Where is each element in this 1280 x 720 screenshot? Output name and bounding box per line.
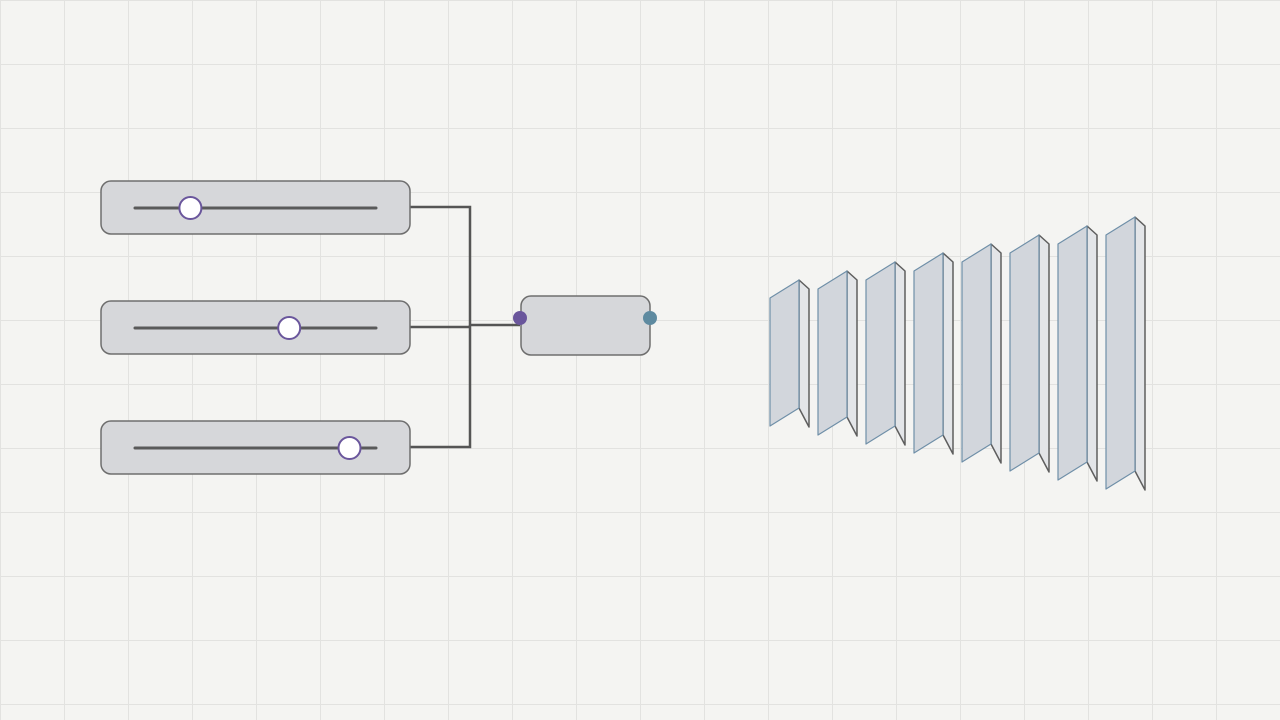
fin-side-face bbox=[1134, 216, 1146, 491]
fin-front-face bbox=[1105, 216, 1136, 490]
fin-array bbox=[769, 216, 1146, 491]
wires bbox=[410, 205, 520, 449]
fin bbox=[865, 261, 906, 446]
slider-panel-3 bbox=[100, 420, 411, 475]
fin-front-face bbox=[865, 261, 896, 445]
combiner-node[interactable] bbox=[513, 295, 657, 356]
fin bbox=[769, 279, 810, 428]
fin-side-face bbox=[990, 243, 1002, 464]
fin-front-face bbox=[961, 243, 992, 463]
wire-slider-3 bbox=[410, 325, 472, 449]
fin bbox=[961, 243, 1002, 464]
fin bbox=[1057, 225, 1098, 482]
slider-thumb[interactable] bbox=[337, 436, 362, 460]
fin bbox=[1105, 216, 1146, 491]
combiner-node-body[interactable] bbox=[520, 295, 651, 356]
fin-side-face bbox=[942, 252, 954, 455]
fin-side-face bbox=[1086, 225, 1098, 482]
fin bbox=[913, 252, 954, 455]
fin bbox=[1009, 234, 1050, 473]
fin-front-face bbox=[817, 270, 848, 436]
fin-front-face bbox=[913, 252, 944, 454]
slider-thumb[interactable] bbox=[277, 316, 302, 340]
wire-slider-1 bbox=[410, 205, 520, 327]
output-port[interactable] bbox=[643, 311, 657, 325]
input-port[interactable] bbox=[513, 311, 527, 325]
fin-front-face bbox=[1009, 234, 1040, 472]
slider-thumb[interactable] bbox=[178, 196, 203, 220]
fin-side-face bbox=[894, 261, 906, 446]
slider-panel-2 bbox=[100, 300, 411, 355]
fin-front-face bbox=[1057, 225, 1088, 481]
slider-panel-1 bbox=[100, 180, 411, 235]
fin-side-face bbox=[798, 279, 810, 428]
fin bbox=[817, 270, 858, 437]
fin-side-face bbox=[846, 270, 858, 437]
fin-side-face bbox=[1038, 234, 1050, 473]
fin-front-face bbox=[769, 279, 800, 427]
